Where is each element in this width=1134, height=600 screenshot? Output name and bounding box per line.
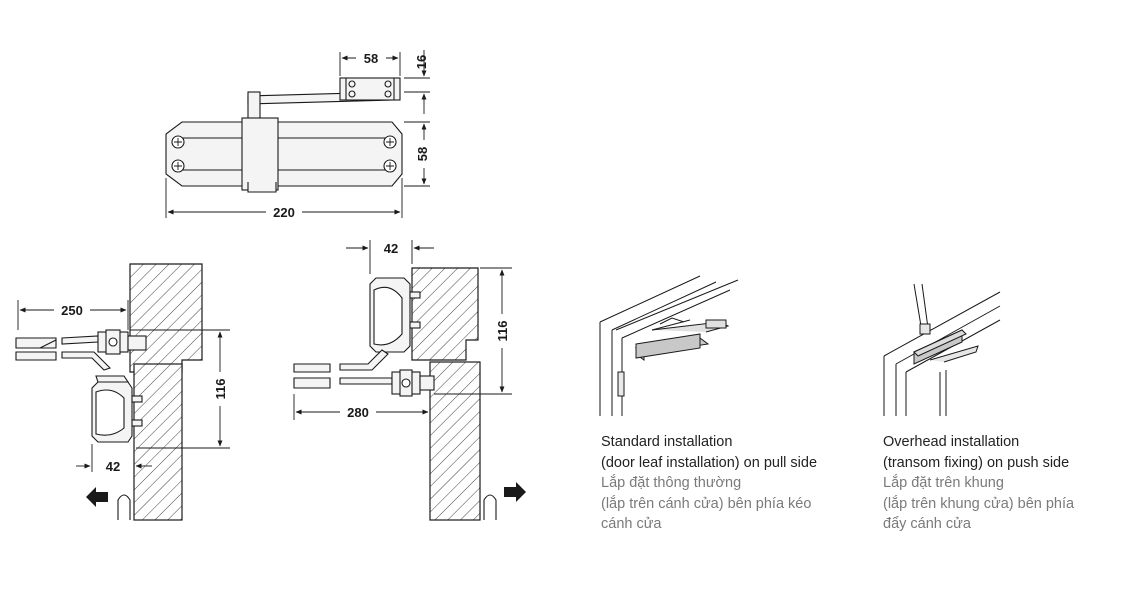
dim-push-offset: 280 xyxy=(347,405,369,420)
pull-side-section: 250 116 42 xyxy=(15,263,230,521)
push-side-section: 42 116 280 xyxy=(293,240,526,521)
dim-pull-depth: 42 xyxy=(106,459,120,474)
closer-top-view xyxy=(165,77,403,193)
caption-overhead-vi-2: (lắp trên khung cửa) bên phía xyxy=(883,495,1075,512)
dim-pull-height: 116 xyxy=(213,379,228,400)
caption-overhead: Overhead installation (transom fixing) o… xyxy=(883,432,1074,535)
caption-overhead-vi-1: Lắp đặt trên khung xyxy=(883,475,1004,491)
caption-standard-subtitle: (door leaf installation) on pull side xyxy=(601,454,818,471)
frame-wall-push xyxy=(411,267,479,361)
dim-arm-width: 58 xyxy=(364,51,378,66)
pull-direction-arrow xyxy=(86,487,108,507)
caption-standard-title: Standard installation xyxy=(601,434,733,450)
caption-standard-vi-3: cánh cửa xyxy=(601,516,662,532)
door-leaf-pull xyxy=(133,363,183,521)
dim-pull-offset: 250 xyxy=(61,303,83,318)
door-leaf-push xyxy=(429,361,481,521)
arm-bracket xyxy=(339,77,401,101)
dim-push-depth: 42 xyxy=(384,241,398,256)
dim-push-height: 116 xyxy=(495,321,510,342)
closer-body xyxy=(165,121,403,187)
closer-box-3d xyxy=(635,333,701,359)
caption-standard: Standard installation (door leaf install… xyxy=(601,432,817,535)
caption-standard-vi-2: (lắp trên cánh cửa) bên phía kéo xyxy=(601,495,812,512)
dim-body-length: 220 xyxy=(273,205,295,220)
dim-arm-height: 16 xyxy=(414,55,429,69)
perspective-standard xyxy=(599,275,739,416)
perspective-overhead xyxy=(883,283,1001,416)
dim-body-height: 58 xyxy=(415,147,430,161)
caption-overhead-title: Overhead installation xyxy=(883,434,1020,450)
caption-overhead-vi-3: đẩy cánh cửa xyxy=(883,516,971,532)
caption-overhead-subtitle: (transom fixing) on push side xyxy=(883,454,1070,471)
caption-standard-vi-1: Lắp đặt thông thường xyxy=(601,475,742,491)
push-direction-arrow xyxy=(504,482,526,502)
top-view-dimension-lines xyxy=(165,50,430,218)
frame-wall-pull xyxy=(129,263,203,373)
